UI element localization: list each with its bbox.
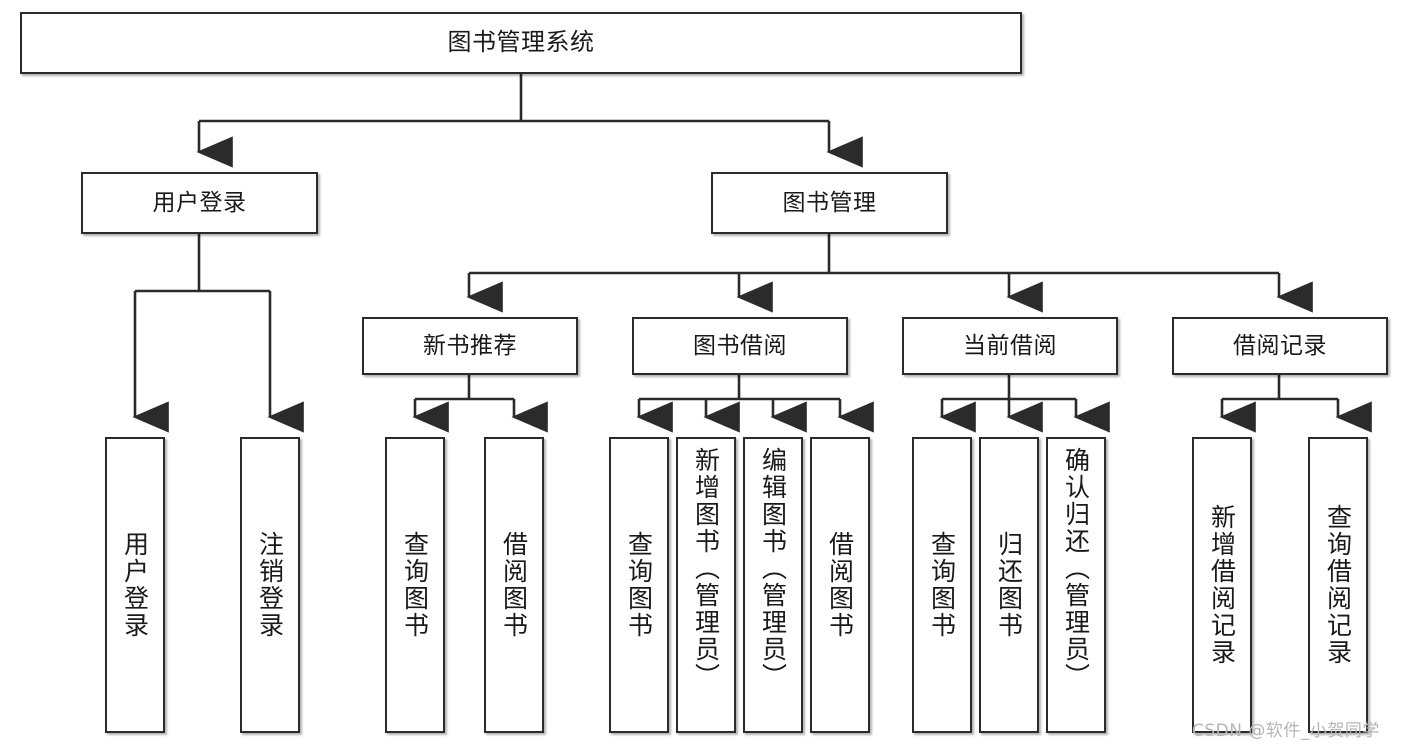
node-book-manage-label: 图书管理 xyxy=(782,189,877,216)
node-leaf-add-book[interactable]: 新增图书（管理员） xyxy=(676,437,736,733)
node-new-book-recommend[interactable]: 新书推荐 xyxy=(362,317,578,375)
node-root[interactable]: 图书管理系统 xyxy=(20,12,1022,74)
node-leaf-return-book-label: 归还图书 xyxy=(994,531,1024,639)
node-leaf-query-book-2-label: 查询图书 xyxy=(624,531,654,639)
node-leaf-query-record-label: 查询借阅记录 xyxy=(1323,504,1353,666)
node-leaf-query-book-1-label: 查询图书 xyxy=(400,531,430,639)
node-book-manage[interactable]: 图书管理 xyxy=(711,172,948,234)
node-leaf-query-book-3-label: 查询图书 xyxy=(927,531,957,639)
node-borrow-record-label: 借阅记录 xyxy=(1233,332,1327,359)
node-leaf-query-book-1[interactable]: 查询图书 xyxy=(385,437,445,733)
node-leaf-logout[interactable]: 注销登录 xyxy=(240,437,300,733)
node-leaf-return-book[interactable]: 归还图书 xyxy=(979,437,1039,733)
node-leaf-user-login-label: 用户登录 xyxy=(120,531,150,639)
node-borrow-record[interactable]: 借阅记录 xyxy=(1172,317,1388,375)
node-leaf-borrow-book-1-label: 借阅图书 xyxy=(499,531,529,639)
node-leaf-borrow-book-1[interactable]: 借阅图书 xyxy=(484,437,544,733)
node-leaf-edit-book[interactable]: 编辑图书（管理员） xyxy=(743,437,803,733)
node-leaf-confirm-return[interactable]: 确认归还（管理员） xyxy=(1046,437,1106,733)
node-new-book-recommend-label: 新书推荐 xyxy=(423,332,517,359)
node-leaf-query-book-2[interactable]: 查询图书 xyxy=(609,437,669,733)
node-current-borrow-label: 当前借阅 xyxy=(963,332,1057,359)
node-root-label: 图书管理系统 xyxy=(447,28,595,57)
node-leaf-logout-label: 注销登录 xyxy=(255,531,285,639)
node-user-login-label: 用户登录 xyxy=(152,189,247,216)
node-current-borrow[interactable]: 当前借阅 xyxy=(902,317,1118,375)
csdn-watermark: CSDN @软件_小贺同学 xyxy=(1192,721,1380,741)
node-leaf-user-login[interactable]: 用户登录 xyxy=(105,437,165,733)
node-user-login[interactable]: 用户登录 xyxy=(81,172,318,234)
node-leaf-query-book-3[interactable]: 查询图书 xyxy=(912,437,972,733)
node-leaf-confirm-return-label: 确认归还（管理员） xyxy=(1061,447,1091,690)
node-leaf-add-book-label: 新增图书（管理员） xyxy=(691,447,721,690)
node-leaf-query-record[interactable]: 查询借阅记录 xyxy=(1308,437,1368,733)
node-leaf-borrow-book-2[interactable]: 借阅图书 xyxy=(810,437,870,733)
node-book-borrow-label: 图书借阅 xyxy=(693,332,787,359)
node-book-borrow[interactable]: 图书借阅 xyxy=(632,317,848,375)
node-leaf-add-record[interactable]: 新增借阅记录 xyxy=(1192,437,1252,733)
node-leaf-borrow-book-2-label: 借阅图书 xyxy=(825,531,855,639)
node-leaf-edit-book-label: 编辑图书（管理员） xyxy=(758,447,788,690)
node-leaf-add-record-label: 新增借阅记录 xyxy=(1207,504,1237,666)
